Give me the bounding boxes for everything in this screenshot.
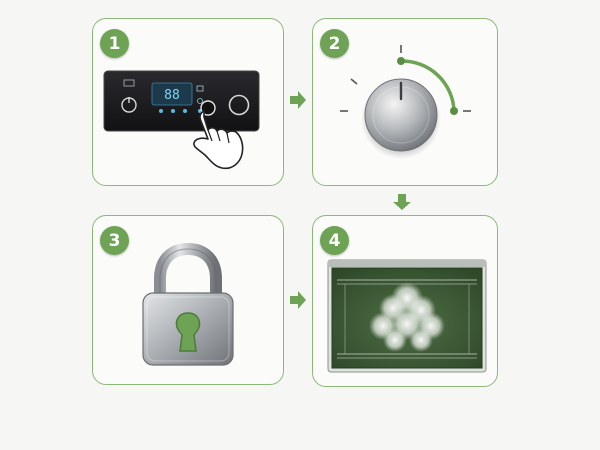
step-number-badge: 4 — [320, 226, 349, 255]
step-1-panel: 1 88 — [92, 18, 284, 186]
display-digits: 88 — [164, 88, 180, 103]
step-number-badge: 2 — [320, 29, 349, 58]
step-3-panel: 3 — [92, 215, 284, 385]
arrow-right-icon — [290, 91, 306, 109]
step-number-badge: 3 — [100, 226, 129, 255]
step-number-badge: 1 — [100, 29, 129, 58]
arrow-down-icon — [393, 194, 411, 210]
padlock-icon — [142, 242, 234, 366]
oven-steam-icon — [327, 259, 487, 373]
step-4-panel: 4 — [312, 215, 498, 387]
arrow-right-icon — [290, 291, 306, 309]
temperature-dial-icon — [340, 45, 471, 159]
step-2-panel: 2 — [312, 18, 498, 186]
control-panel-touch-icon: 88 — [103, 70, 260, 170]
